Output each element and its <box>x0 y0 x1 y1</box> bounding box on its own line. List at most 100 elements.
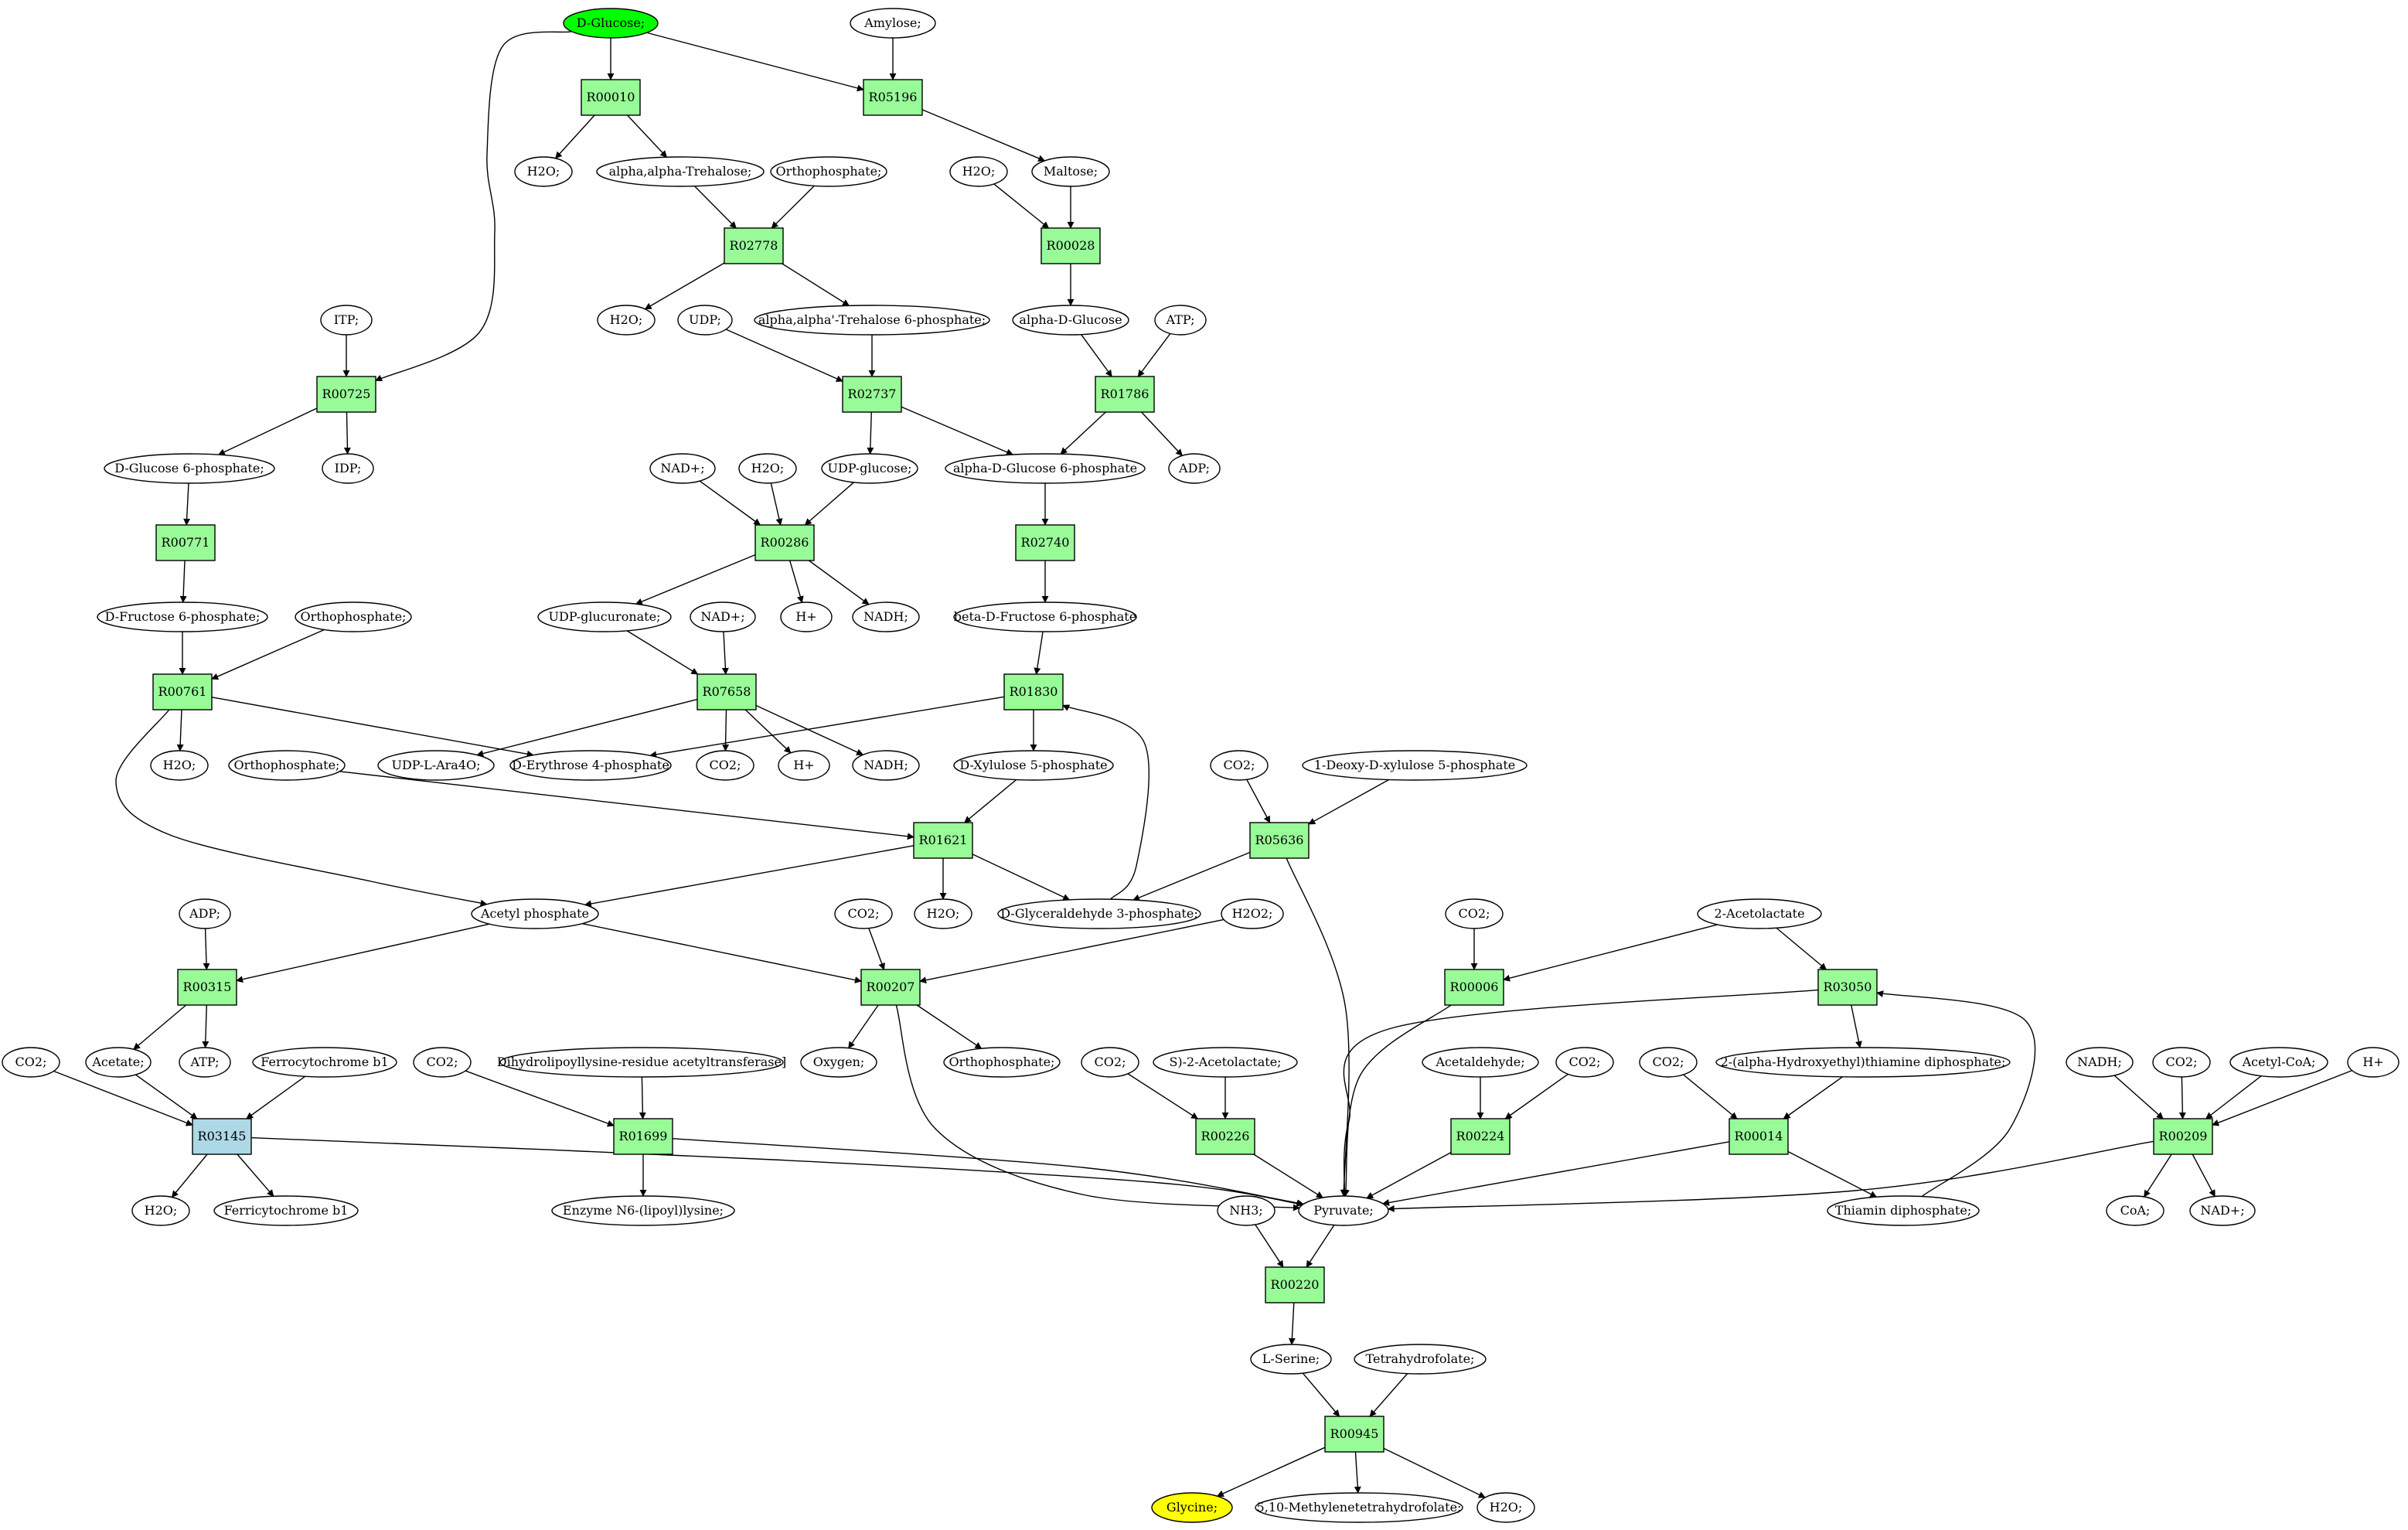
node-label: R00725 <box>322 387 371 401</box>
node-label: H2O2; <box>1232 906 1273 921</box>
edge-r_R05636-to-m_dgly3p <box>1132 851 1251 901</box>
node-label: R01830 <box>1010 684 1058 699</box>
metabolite-nadh-1: NADH; <box>852 601 920 632</box>
metabolite-methf: 5,10-Methylenetetrahydrofolate; <box>1255 1492 1463 1523</box>
node-label: Maltose; <box>1044 164 1098 179</box>
node-label: R02740 <box>1021 535 1070 550</box>
edge-m_acetylp-to-r_R00315 <box>236 923 490 983</box>
node-label: Dihydrolipoyllysine-residue acetyltransf… <box>497 1055 786 1069</box>
metabolite-co2-10: CO2; <box>2152 1047 2211 1078</box>
metabolite-shape <box>1639 1047 1698 1078</box>
metabolite-dery4p: D-Erythrose 4-phosphate <box>509 750 672 781</box>
edge-r_R01699-to-m_pyruvate <box>672 1137 1305 1207</box>
metabolite-shape <box>1153 1047 1298 1078</box>
reaction-r01830: R01830 <box>1003 673 1064 710</box>
edge-r_R00945-to-m_glycine <box>1216 1447 1326 1497</box>
metabolite-orthophos-2: Orthophosphate; <box>295 601 412 632</box>
edge-r_R01621-to-m_acetylp <box>584 845 914 908</box>
metabolite-udpglcur: UDP-glucuronate; <box>537 601 672 632</box>
metabolite-shape <box>914 898 972 929</box>
edge-r_R00761-to-m_acetylp <box>115 709 488 907</box>
metabolite-shape <box>1031 156 1110 187</box>
metabolite-shape <box>2152 1047 2211 1078</box>
metabolite-shape <box>179 1047 231 1078</box>
reaction-r05196: R05196 <box>863 79 923 116</box>
edge-r_R00209-to-m_pyruvate <box>1387 1140 2154 1212</box>
node-label: R00226 <box>1201 1129 1250 1143</box>
metabolite-shape <box>1168 453 1221 484</box>
metabolite-shape <box>1255 1492 1463 1523</box>
reaction-box <box>1015 524 1075 561</box>
metabolite-shape <box>499 1047 784 1078</box>
node-label: H2O; <box>610 312 643 327</box>
node-label: NH3; <box>1229 1203 1263 1218</box>
edge-m_co2_7-to-r_R00226 <box>1127 1073 1199 1119</box>
edge-m_hetpp-to-r_R00014 <box>1783 1076 1843 1119</box>
metabolite-udpara: UDP-L-Ara4O; <box>377 750 495 781</box>
edge-m_adglc-to-r_R01786 <box>1081 334 1112 377</box>
reaction-r00224: R00224 <box>1450 1118 1511 1155</box>
metabolite-shape <box>413 1047 472 1078</box>
metabolite-udp: UDP; <box>677 305 733 336</box>
metabolite-shape <box>821 453 918 484</box>
reaction-box <box>1249 822 1310 859</box>
edge-r_R03145-to-m_h2o_7 <box>171 1153 208 1198</box>
node-label: R00014 <box>1735 1129 1783 1143</box>
reaction-box <box>754 524 815 561</box>
node-label: alpha,alpha'-Trehalose 6-phosphate; <box>758 312 986 327</box>
reaction-box <box>863 79 923 116</box>
metabolite-acetald: Acetaldehyde; <box>1422 1047 1539 1078</box>
metabolite-dgly3p: D-Glyceraldehyde 3-phosphate; <box>997 898 1201 929</box>
metabolite-shape <box>179 898 231 929</box>
node-label: alpha-D-Glucose <box>1019 312 1122 327</box>
metabolite-shape <box>252 1047 397 1078</box>
edge-m_acetylcoa-to-r_R00209 <box>2205 1075 2262 1119</box>
node-label: D-Xylulose 5-phosphate <box>959 758 1107 772</box>
edge-r_R00945-to-m_h2o_8 <box>1383 1447 1486 1498</box>
metabolite-co2-4: CO2; <box>1445 898 1504 929</box>
metabolite-co2-2: CO2; <box>1210 750 1269 781</box>
edge-m_adp_2-to-r_R00315 <box>203 928 210 970</box>
metabolite-shape <box>563 8 659 39</box>
node-label: UDP; <box>689 312 721 327</box>
metabolite-hplus-3: H+ <box>2347 1047 2399 1078</box>
metabolite-shape <box>780 601 833 632</box>
metabolite-shape <box>945 453 1146 484</box>
metabolite-2acetolac: 2-Acetolactate <box>1697 898 1822 929</box>
edge-r_R02778-to-m_treh6p <box>782 263 850 306</box>
edge-r_R00725-to-m_dglc6p <box>217 407 318 455</box>
metabolite-shape <box>738 453 797 484</box>
node-label: Tetrahydrofolate; <box>1366 1351 1475 1366</box>
reaction-r00761: R00761 <box>152 673 213 710</box>
node-label: R03145 <box>198 1129 247 1143</box>
metabolite-amylose: Amylose; <box>850 8 936 39</box>
node-label: 1-Deoxy-D-xylulose 5-phosphate <box>1314 758 1515 772</box>
node-label: 2-Acetolactate <box>1714 906 1804 921</box>
metabolite-tpp: Thiamin diphosphate; <box>1827 1195 1980 1226</box>
edge-m_nadh_3-to-r_R00209 <box>2113 1075 2164 1119</box>
node-label: D-Glyceraldehyde 3-phosphate; <box>1000 906 1197 921</box>
node-label: Orthophosphate; <box>234 758 340 772</box>
node-layer: D-Glucose; Amylose; H2O; alpha,alpha-Trehal… <box>2 8 2399 1523</box>
node-label: D-Erythrose 4-phosphate <box>512 758 669 772</box>
edge-m_nadp_1-to-r_R00286 <box>699 480 761 526</box>
edge-r_R01786-to-m_adglc6p <box>1060 411 1106 455</box>
edge-m_nh3-to-r_R00220 <box>1255 1224 1284 1268</box>
edge-r_R00014-to-m_pyruvate <box>1382 1141 1730 1206</box>
edge-m_trehalose-to-r_R02778 <box>694 186 737 229</box>
metabolite-hplus-1: H+ <box>780 601 833 632</box>
reaction-box <box>316 376 376 413</box>
metabolite-h2o-6: H2O; <box>914 898 972 929</box>
reaction-box <box>842 376 902 413</box>
node-label: D-Glucose; <box>577 15 645 30</box>
metabolite-shape <box>850 8 936 39</box>
metabolite-maltose: Maltose; <box>1031 156 1110 187</box>
edge-m_udp-to-r_R02737 <box>725 329 843 382</box>
metabolite-shape <box>2066 1047 2134 1078</box>
edge-m_lserine-to-r_R00945 <box>1302 1372 1340 1417</box>
metabolite-acetate: Acetate; <box>85 1047 152 1078</box>
metabolite-trehalose: alpha,alpha-Trehalose; <box>596 156 765 187</box>
metabolite-nadp-1: NAD+; <box>649 453 716 484</box>
metabolite-shape <box>953 601 1137 632</box>
metabolite-nadh-3: NADH; <box>2066 1047 2134 1078</box>
